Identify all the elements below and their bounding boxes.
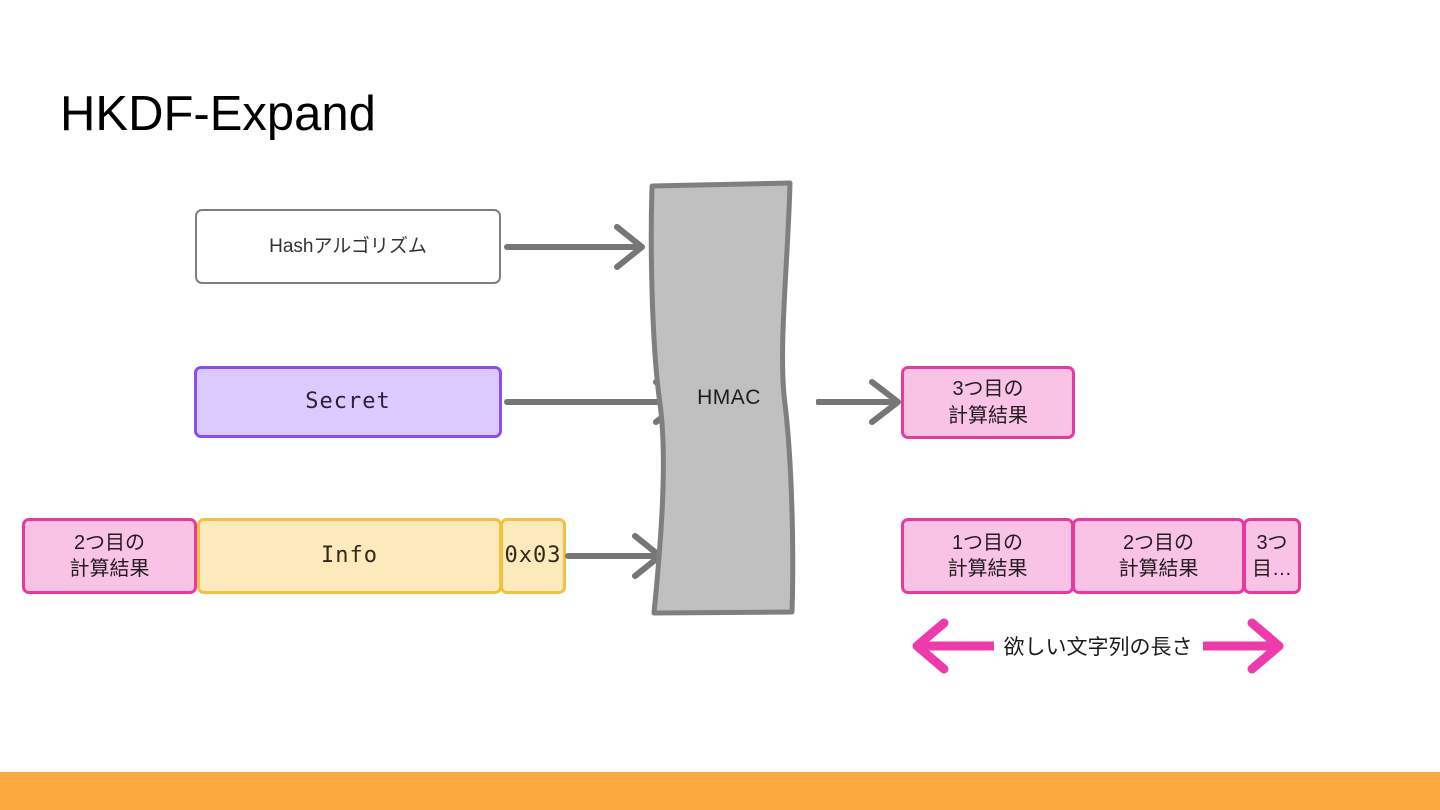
input-box-secret-label: Secret [305,389,391,415]
label-line-2: 計算結果 [947,558,1028,580]
process-block-hmac-label: HMAC [697,386,761,409]
length-annotation-label: 欲しい文字列の長さ [993,631,1203,661]
input-box-hash-algorithm-label: Hashアルゴリズム [269,235,427,257]
output-chain-item-1[interactable]: 1つ目の 計算結果 [901,518,1074,594]
output-chain-item-2-label: 2つ目の 計算結果 [1119,530,1199,583]
input-chain-item-info-label: Info [321,543,378,569]
length-annotation: 欲しい文字列の長さ [898,618,1298,674]
input-chain-item-counter-label: 0x03 [504,543,562,569]
label-line-2: 目… [1252,558,1292,580]
label-line-2: 計算結果 [948,404,1028,427]
page-title: HKDF-Expand [60,87,376,141]
output-chain-item-3[interactable]: 3つ 目… [1243,518,1301,594]
arrow-hmac-to-result [816,377,910,427]
label-line-2: 計算結果 [69,558,150,580]
input-chain-item-prev-result-label: 2つ目の 計算結果 [70,530,150,583]
label-line-1: 2つ目の [73,531,146,554]
output-chain-item-3-label: 3つ 目… [1252,530,1292,583]
input-box-hash-algorithm[interactable]: Hashアルゴリズム [195,209,501,284]
process-block-hmac[interactable]: HMAC [638,172,806,624]
input-chain-item-info[interactable]: Info [197,518,502,594]
output-chain-item-2[interactable]: 2つ目の 計算結果 [1072,518,1245,594]
label-line-1: 2つ目の [1122,531,1195,554]
input-box-secret[interactable]: Secret [194,366,502,438]
label-line-1: 3つ目の [952,378,1024,401]
label-line-1: 3つ [1256,531,1288,554]
arrow-hash-to-hmac [504,222,654,272]
label-line-2: 計算結果 [1118,558,1199,580]
length-annotation-text-wrap: 欲しい文字列の長さ [898,618,1298,674]
output-chain-item-1-label: 1つ目の 計算結果 [948,530,1028,583]
output-box-current-result[interactable]: 3つ目の 計算結果 [901,366,1075,439]
output-box-current-result-label: 3つ目の 計算結果 [948,376,1028,429]
label-line-1: 1つ目の [951,531,1024,554]
input-chain-item-prev-result[interactable]: 2つ目の 計算結果 [22,518,197,594]
input-chain-item-counter[interactable]: 0x03 [500,518,566,594]
footer-accent-bar [0,772,1440,810]
